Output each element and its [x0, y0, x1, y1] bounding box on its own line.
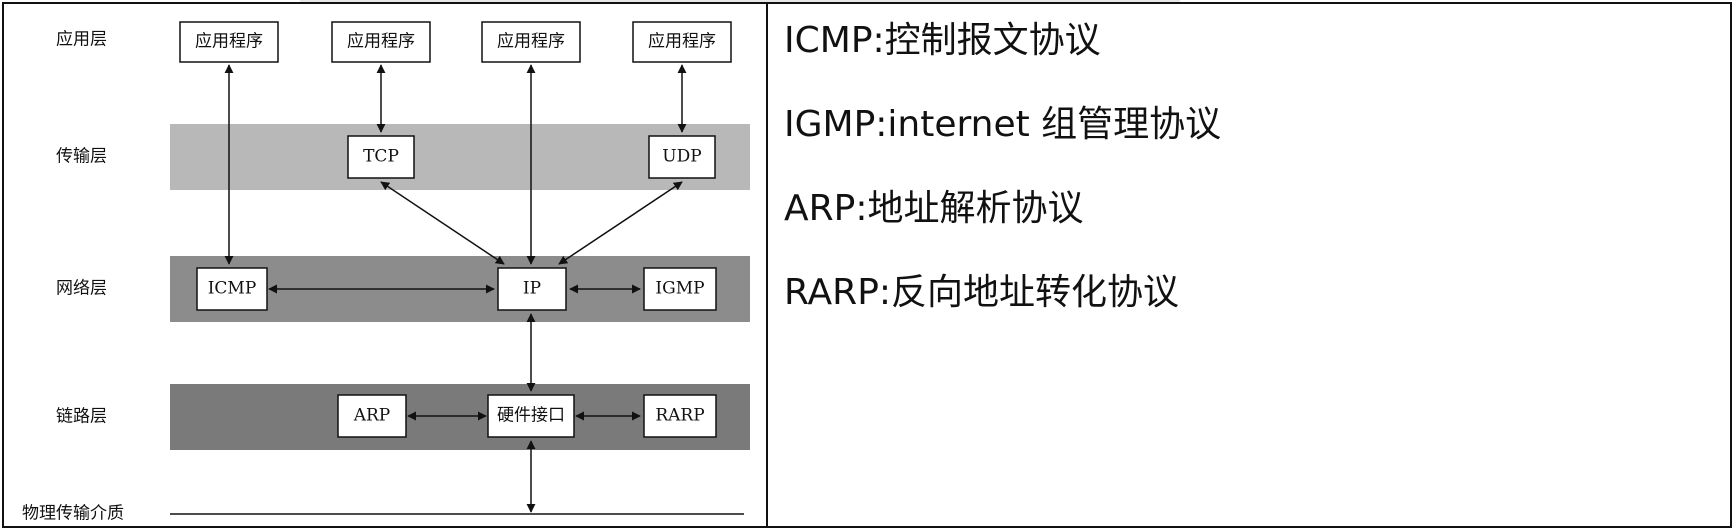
box-app4: 应用程序	[632, 21, 732, 63]
box-icmp-label: ICMP	[208, 279, 257, 299]
box-app1: 应用程序	[179, 21, 279, 63]
box-rarp: RARP	[643, 394, 717, 438]
box-arp-label: ARP	[353, 406, 391, 426]
arrow-udp-ip	[558, 181, 683, 265]
note-rarp: RARP:反向地址转化协议	[784, 272, 1180, 313]
box-app3-label: 应用程序	[497, 32, 565, 52]
box-hw-label: 硬件接口	[497, 406, 565, 426]
box-udp: UDP	[648, 135, 716, 179]
box-icmp: ICMP	[196, 267, 268, 311]
note-igmp: IGMP:internet 组管理协议	[784, 104, 1222, 145]
box-app3: 应用程序	[481, 21, 581, 63]
box-udp-label: UDP	[662, 147, 701, 167]
protocol-notes: ICMP:控制报文协议 IGMP:internet 组管理协议 ARP:地址解析…	[784, 14, 1714, 514]
box-hw: 硬件接口	[487, 394, 575, 438]
box-igmp-label: IGMP	[655, 279, 704, 299]
box-ip: IP	[497, 267, 567, 311]
layer-label-application: 应用层	[56, 30, 107, 50]
layer-label-transport: 传输层	[56, 147, 107, 167]
column-divider	[766, 2, 768, 528]
layer-label-link: 链路层	[56, 407, 107, 427]
diagram-canvas: 应用层 传输层 网络层 链路层 物理传输介质 应用程序 应用程序 应用程序 应用…	[22, 21, 750, 524]
note-arp: ARP:地址解析协议	[784, 188, 1084, 229]
box-rarp-label: RARP	[655, 406, 704, 426]
box-app2: 应用程序	[331, 21, 431, 63]
protocol-layer-diagram: 应用层 传输层 网络层 链路层 物理传输介质 应用程序 应用程序 应用程序 应用…	[4, 4, 766, 526]
note-icmp: ICMP:控制报文协议	[784, 20, 1101, 61]
box-igmp: IGMP	[643, 267, 717, 311]
box-tcp: TCP	[347, 135, 415, 179]
box-app1-label: 应用程序	[195, 32, 263, 52]
box-app4-label: 应用程序	[648, 32, 716, 52]
box-app2-label: 应用程序	[347, 32, 415, 52]
box-ip-label: IP	[523, 279, 541, 299]
box-tcp-label: TCP	[363, 147, 399, 167]
layer-label-physical: 物理传输介质	[22, 504, 124, 524]
box-arp: ARP	[337, 394, 407, 438]
arrow-tcp-ip	[380, 181, 505, 265]
layer-label-network: 网络层	[56, 279, 107, 299]
